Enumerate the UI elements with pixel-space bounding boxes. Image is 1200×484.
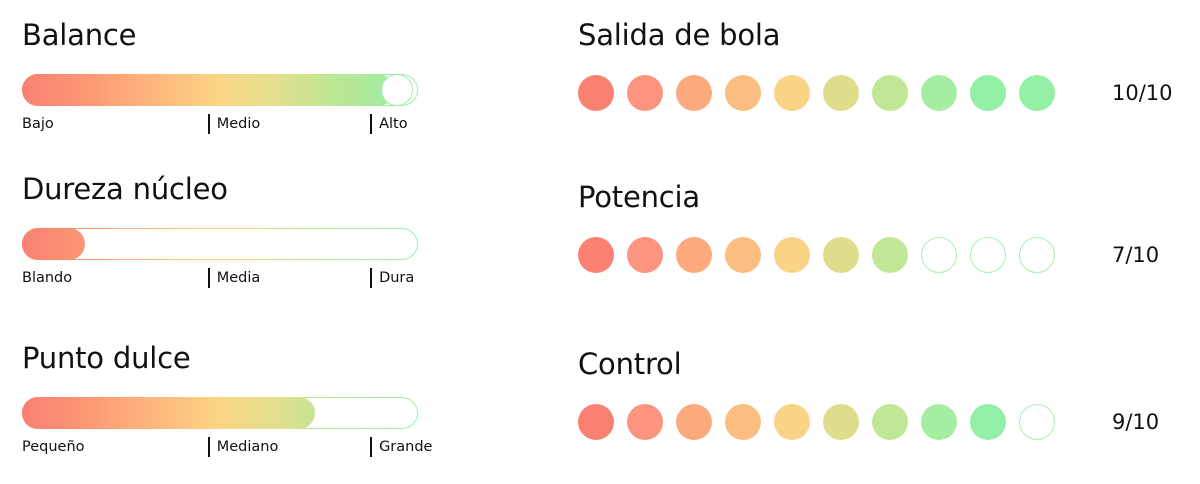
bar-block-punto-dulce: Punto dulce Pequeño Mediano Grande: [21, 341, 492, 458]
scale-tick-icon: [208, 437, 210, 457]
rating-score: 10/10: [1112, 81, 1173, 105]
rating-dot-filled[interactable]: [921, 75, 957, 111]
scale-label: Dura: [379, 270, 415, 286]
bar-title: Balance: [22, 18, 137, 52]
bar-fill: [21, 73, 394, 106]
bar-block-balance: Balance Bajo Medio Alto: [21, 18, 492, 135]
bar-fill: [21, 396, 315, 429]
rating-score: 9/10: [1112, 410, 1160, 434]
scale-label: Media: [216, 270, 261, 286]
scale-item: Alto: [370, 113, 408, 135]
scale-item: Grande: [370, 436, 432, 458]
scale-label: Pequeño: [22, 439, 85, 455]
rating-dot-filled[interactable]: [921, 404, 957, 440]
rating-dot-filled[interactable]: [872, 75, 908, 111]
rating-dot-filled[interactable]: [872, 237, 908, 273]
rating-dot-filled[interactable]: [823, 404, 859, 440]
rating-dot-filled[interactable]: [676, 75, 712, 111]
rating-dot-filled[interactable]: [823, 75, 859, 111]
rating-block-salida-de-bola: Salida de bola 10/10: [578, 18, 1198, 113]
rating-dot-filled[interactable]: [676, 237, 712, 273]
rating-dot-empty[interactable]: [970, 237, 1006, 273]
scale-item: Media: [208, 267, 260, 289]
bar-scale: Bajo Medio Alto: [22, 113, 492, 135]
rating-dot-empty[interactable]: [1019, 404, 1055, 440]
rating-dot-empty[interactable]: [921, 237, 957, 273]
rating-dot-row[interactable]: 9/10: [578, 402, 1198, 442]
rating-dot-filled[interactable]: [725, 75, 761, 111]
rating-dot-filled[interactable]: [627, 404, 663, 440]
rating-dot-filled[interactable]: [627, 237, 663, 273]
rating-dot-filled[interactable]: [578, 75, 614, 111]
bar-track[interactable]: [21, 227, 418, 260]
rating-score: 7/10: [1112, 243, 1160, 267]
rating-dot-row[interactable]: 10/10: [578, 73, 1198, 113]
bar-block-dureza-nucleo: Dureza núcleo Blando Media Dura: [21, 172, 492, 289]
rating-dot-row[interactable]: 7/10: [578, 235, 1198, 275]
bar-track[interactable]: [21, 73, 418, 106]
scale-item: Dura: [370, 267, 414, 289]
dot-ratings-column: Salida de bola 10/10 Potencia 7/10 Contr…: [570, 0, 1200, 484]
rating-title: Potencia: [578, 180, 700, 214]
scale-label: Grande: [379, 439, 433, 455]
rating-dot-filled[interactable]: [676, 404, 712, 440]
gradient-bars-column: Balance Bajo Medio Alto: [0, 0, 540, 484]
rating-block-control: Control 9/10: [578, 347, 1198, 442]
scale-item: Pequeño: [22, 436, 85, 458]
bar-title: Punto dulce: [22, 341, 191, 375]
rating-dot-filled[interactable]: [774, 75, 810, 111]
scale-label: Mediano: [216, 439, 279, 455]
scale-tick-icon: [370, 268, 373, 288]
bar-scale: Blando Media Dura: [22, 267, 492, 289]
rating-title: Salida de bola: [578, 18, 781, 52]
scale-tick-icon: [208, 268, 210, 288]
rating-title: Control: [578, 347, 682, 381]
bar-title: Dureza núcleo: [22, 172, 228, 206]
scale-item: Blando: [22, 267, 72, 289]
rating-dot-filled[interactable]: [872, 404, 908, 440]
rating-dot-filled[interactable]: [970, 75, 1006, 111]
scale-tick-icon: [208, 114, 210, 134]
bar-scale: Pequeño Mediano Grande: [22, 436, 492, 458]
scale-item: Bajo: [22, 113, 54, 135]
bar-knob-handle[interactable]: [381, 73, 414, 106]
rating-block-potencia: Potencia 7/10: [578, 180, 1198, 275]
scale-label: Medio: [216, 116, 261, 132]
rating-dot-filled[interactable]: [725, 404, 761, 440]
rating-dot-empty[interactable]: [1019, 237, 1055, 273]
scale-label: Blando: [22, 270, 73, 286]
rating-dot-filled[interactable]: [970, 404, 1006, 440]
bar-fill: [21, 227, 85, 260]
scale-label: Bajo: [22, 116, 54, 132]
rating-dot-filled[interactable]: [725, 237, 761, 273]
scale-label: Alto: [379, 116, 408, 132]
scale-item: Mediano: [208, 436, 278, 458]
rating-dot-filled[interactable]: [1019, 75, 1055, 111]
rating-dot-filled[interactable]: [578, 404, 614, 440]
rating-dot-filled[interactable]: [774, 404, 810, 440]
rating-dot-filled[interactable]: [578, 237, 614, 273]
rating-dot-filled[interactable]: [627, 75, 663, 111]
rating-dot-filled[interactable]: [774, 237, 810, 273]
scale-tick-icon: [370, 114, 373, 134]
scale-tick-icon: [370, 437, 373, 457]
scale-item: Medio: [208, 113, 260, 135]
bar-track[interactable]: [21, 396, 418, 429]
rating-dot-filled[interactable]: [823, 237, 859, 273]
